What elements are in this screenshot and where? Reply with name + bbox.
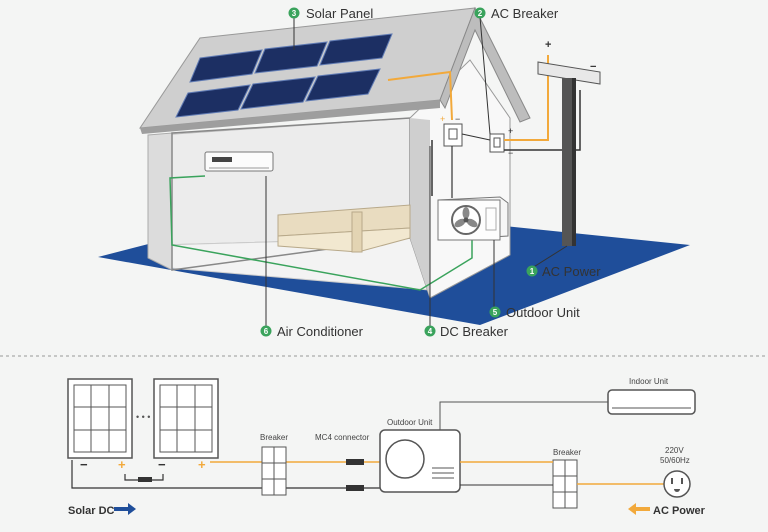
dc-wire-orange xyxy=(387,70,453,121)
roof-panel xyxy=(319,33,393,66)
callout-4: 4 DC Breaker xyxy=(424,324,509,339)
roof-panel xyxy=(240,76,316,110)
arrow-right-icon xyxy=(114,503,136,515)
callout-number: 4 xyxy=(428,327,433,336)
callout-3: 3 Solar Panel xyxy=(288,6,373,21)
callout-6: 6 Air Conditioner xyxy=(260,324,364,339)
frequency-label: 50/60Hz xyxy=(660,456,690,465)
roof-panel xyxy=(189,49,263,83)
callout-number: 2 xyxy=(478,9,483,18)
outdoor-ac-unit xyxy=(437,196,509,241)
indoor-link-wire xyxy=(439,401,608,430)
indoor-ac-body xyxy=(204,151,274,172)
breaker-left xyxy=(261,446,287,496)
dc-minus-mark: − xyxy=(455,114,460,124)
breaker-link-wire xyxy=(461,133,491,141)
callout-badge xyxy=(526,265,538,277)
callout-badge xyxy=(260,325,272,337)
callout-number: 3 xyxy=(292,9,297,18)
house-left-wall xyxy=(147,132,173,271)
solar-panel-icon xyxy=(153,378,219,459)
pole-plus-mark: + xyxy=(545,39,551,51)
green-line-wire xyxy=(169,175,473,291)
breaker-right xyxy=(552,459,578,509)
callout-label-ac-power: AC Power xyxy=(542,264,601,279)
legend-ac-power: AC Power xyxy=(653,505,706,517)
panel-ellipsis: • • • xyxy=(136,412,150,422)
roof-panel xyxy=(254,41,328,74)
utility-pole: + − xyxy=(537,39,601,246)
ac-wire-dark xyxy=(504,90,581,151)
roof-solar-panels xyxy=(175,33,393,118)
schematic-indoor-unit xyxy=(607,389,696,415)
callout-2: 2 AC Breaker xyxy=(474,6,559,21)
house-side-shade xyxy=(410,118,430,298)
legend-solar-dc: Solar DC xyxy=(68,505,115,517)
callout-label-outdoor-unit: Outdoor Unit xyxy=(506,305,580,320)
callout-number: 6 xyxy=(264,327,269,336)
sofa-seat xyxy=(277,227,411,253)
power-outlet-icon xyxy=(663,470,691,498)
callout-label-air-conditioner: Air Conditioner xyxy=(277,324,364,339)
fan-icon xyxy=(454,207,478,228)
callout-label-dc-breaker: DC Breaker xyxy=(440,324,509,339)
sofa-arm xyxy=(351,211,363,253)
callout-number: 5 xyxy=(493,308,498,317)
callout-badge xyxy=(489,306,501,318)
callout-5: 5 Outdoor Unit xyxy=(489,305,580,320)
breaker-right-label: Breaker xyxy=(553,448,581,457)
pole-minus-mark: − xyxy=(590,61,596,73)
breaker-left-label: Breaker xyxy=(260,433,288,442)
callout-badge xyxy=(424,325,436,337)
ac-breaker-box: + − xyxy=(489,126,513,158)
mc4-connector xyxy=(346,459,364,491)
indoor-ac-unit xyxy=(204,151,274,172)
ac-wire-orange xyxy=(504,55,549,141)
wiring-schematic: • • • − + − + Breaker MC4 conne xyxy=(67,377,706,517)
dc-negative-wire xyxy=(71,460,380,489)
sofa xyxy=(277,204,411,253)
callout-badge xyxy=(474,7,486,19)
dc-plus-mark: + xyxy=(440,114,445,124)
voltage-label: 220V xyxy=(665,446,684,455)
indoor-ac-display xyxy=(212,157,232,162)
schematic-outdoor-unit xyxy=(379,429,461,493)
callout-label-solar-panel: Solar Panel xyxy=(306,6,373,21)
panel1-plus: + xyxy=(118,457,126,472)
roof-panel xyxy=(175,84,251,118)
callout-number: 1 xyxy=(530,267,535,276)
roof-edge xyxy=(140,100,440,134)
callout-label-ac-breaker: AC Breaker xyxy=(491,6,559,21)
solar-panel-icon xyxy=(67,378,133,459)
dc-breaker-box: + − xyxy=(440,114,463,147)
roof-ridge xyxy=(439,6,531,123)
panel2-minus: − xyxy=(158,457,166,472)
arrow-left-icon xyxy=(628,503,650,515)
outdoor-unit-label: Outdoor Unit xyxy=(387,418,433,427)
ac-plus-mark: + xyxy=(508,126,513,136)
callout-leaders xyxy=(265,16,568,328)
mc4-label: MC4 connector xyxy=(315,433,370,442)
house-illustration: + − + − + − xyxy=(98,6,690,339)
panel1-minus: − xyxy=(80,457,88,472)
roof-panel xyxy=(305,68,381,102)
outdoor-unit-grille xyxy=(485,207,497,231)
callout-1: 1 AC Power xyxy=(526,264,601,279)
panel2-plus: + xyxy=(198,457,206,472)
ac-minus-mark: − xyxy=(508,148,513,158)
indoor-unit-label: Indoor Unit xyxy=(629,377,669,386)
callout-badge xyxy=(288,7,300,19)
